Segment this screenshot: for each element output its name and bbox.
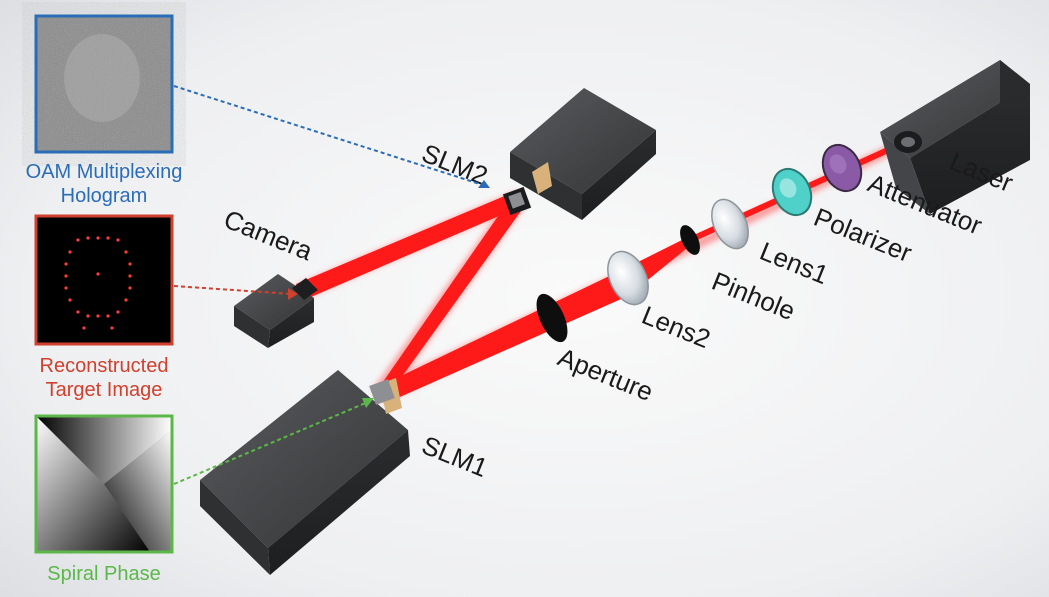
lens1-optic	[711, 198, 749, 250]
beam-to-slm1	[380, 270, 628, 404]
slm1-device	[200, 370, 410, 575]
polarizer-filter	[771, 167, 813, 217]
lens2-optic	[607, 250, 649, 306]
camera-device	[234, 274, 318, 348]
target-caption-line2: Target Image	[46, 379, 163, 401]
connector-spiral	[173, 398, 374, 485]
attenuator-filter	[821, 143, 863, 193]
slm2-device	[502, 88, 656, 220]
beam-slm2-to-camera	[296, 192, 522, 300]
connector-target	[173, 285, 298, 300]
connector-hologram	[173, 85, 490, 188]
hologram-caption-line1: OAM Multiplexing	[26, 161, 183, 183]
hologram-caption-line2: Hologram	[61, 185, 148, 207]
spiral-caption: Spiral Phase	[47, 563, 160, 585]
inset-hologram	[34, 14, 174, 154]
inset-spiral-phase	[34, 414, 174, 554]
inset-target-image	[34, 214, 174, 346]
pinhole-plate	[680, 225, 700, 255]
laser-device	[880, 60, 1030, 214]
beam-slm1-to-slm2	[376, 196, 526, 396]
aperture-plate	[536, 293, 568, 343]
target-caption-line1: Reconstructed	[40, 355, 169, 377]
laser-beams	[296, 135, 913, 404]
